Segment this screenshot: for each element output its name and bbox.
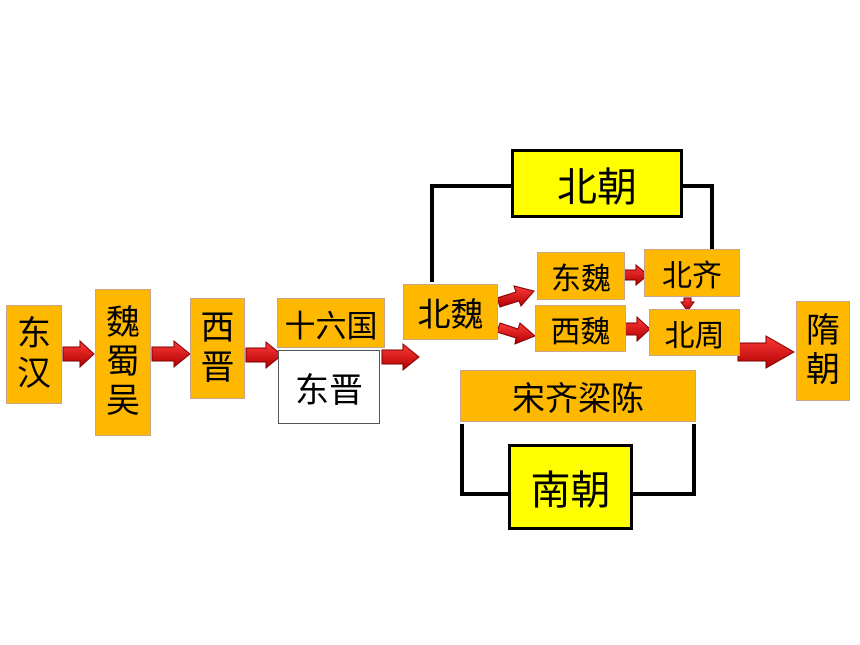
arrow-dongwei-to-beiqi (623, 263, 649, 287)
arrow-weishuwu-to-xijin (151, 339, 191, 369)
arrow-beiwei-to-dongwei (496, 285, 535, 308)
node-songqiliangchen: 宋齐梁陈 (460, 370, 696, 422)
group-nanchao: 南朝 (508, 444, 633, 530)
node-xijin-char1: 西 (200, 308, 235, 349)
node-xiwei: 西魏 (535, 305, 626, 352)
node-donghan-char1: 东 (17, 314, 51, 355)
node-xijin-char2: 晋 (200, 347, 235, 388)
node-suichao-char1: 隋 (806, 310, 840, 351)
node-suichao: 隋 朝 (796, 301, 850, 401)
arrow-beiwei-to-xiwei (496, 322, 536, 345)
node-shiliuguo: 十六国 (277, 298, 385, 348)
node-beiqi: 北齐 (644, 249, 740, 297)
node-donghan-char2: 汉 (17, 353, 51, 394)
node-weishuwu: 魏 蜀 吴 (95, 289, 151, 436)
arrow-xiwei-to-beizhou (623, 315, 651, 343)
north-dynasty-bracket (430, 184, 512, 282)
south-dynasty-bracket (460, 424, 508, 496)
node-donghan: 东 汉 (6, 305, 62, 404)
arrow-dongjin-to-beiwei (381, 342, 420, 372)
node-beiwei: 北魏 (403, 284, 498, 340)
node-suichao-char2: 朝 (806, 350, 840, 390)
arrow-xijin-to-jin (245, 340, 283, 370)
node-xijin: 西 晋 (190, 298, 245, 399)
arrow-beizhou-to-sui (737, 335, 796, 369)
node-dongwei: 东魏 (537, 252, 625, 300)
arrow-donghan-to-weishuwu (62, 339, 95, 369)
arrow-beiqi-to-beizhou (680, 297, 695, 312)
node-dongjin: 东晋 (278, 350, 380, 424)
node-weishuwu-char2: 蜀 (106, 341, 140, 382)
south-dynasty-bracket-right (632, 424, 696, 496)
node-weishuwu-char3: 吴 (106, 381, 140, 422)
north-dynasty-bracket-right (682, 184, 714, 250)
group-beichao: 北朝 (511, 149, 683, 218)
node-weishuwu-char1: 魏 (106, 302, 140, 343)
node-beizhou: 北周 (649, 309, 740, 356)
